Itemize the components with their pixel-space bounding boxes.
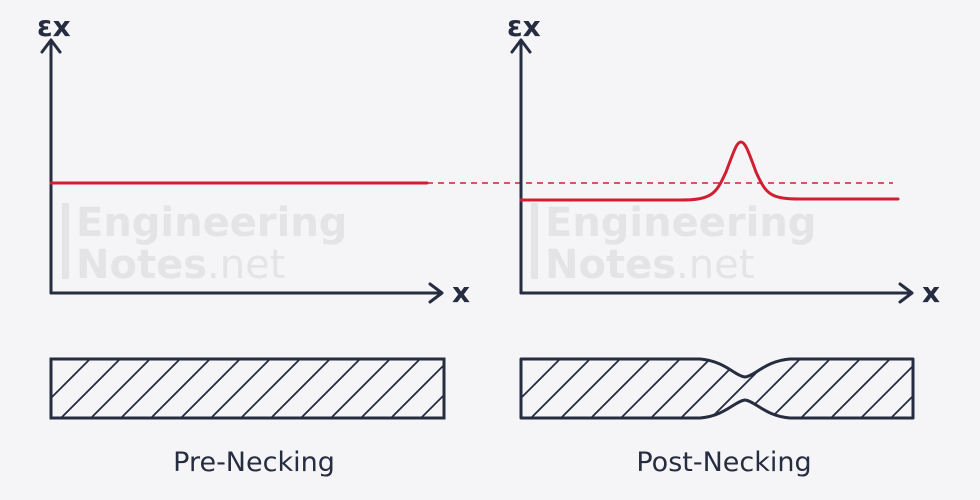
watermark-bar — [531, 203, 538, 279]
specimen-uniform — [49, 357, 446, 420]
y-axis — [40, 38, 62, 295]
hatch-pattern — [521, 359, 913, 418]
y-axis-label: εx — [37, 10, 71, 43]
x-axis-label: x — [452, 276, 470, 309]
specimen-outline — [519, 357, 915, 420]
watermark-line1: Engineering — [545, 200, 816, 246]
watermark-bar — [62, 203, 69, 279]
post-necking-graph: εx x — [507, 10, 940, 309]
strain-curve-necked — [519, 140, 900, 202]
y-axis-label: εx — [507, 10, 541, 43]
watermark-line2: Notes.net — [76, 242, 285, 288]
caption-pre-necking: Pre-Necking — [173, 447, 335, 478]
watermark-line2: Notes.net — [545, 242, 754, 288]
watermark-left: Engineering Notes.net — [62, 200, 347, 288]
x-axis — [49, 282, 444, 304]
watermark-right: Engineering Notes.net — [531, 200, 816, 288]
y-axis — [510, 38, 532, 295]
specimen-necked — [519, 357, 915, 420]
hatch-pattern — [51, 359, 444, 418]
caption-post-necking: Post-Necking — [636, 447, 811, 478]
x-axis — [519, 282, 914, 304]
x-axis-label: x — [922, 276, 940, 309]
specimen-outline — [49, 357, 446, 420]
pre-necking-graph: εx x — [37, 10, 470, 309]
watermark-line1: Engineering — [76, 200, 347, 246]
